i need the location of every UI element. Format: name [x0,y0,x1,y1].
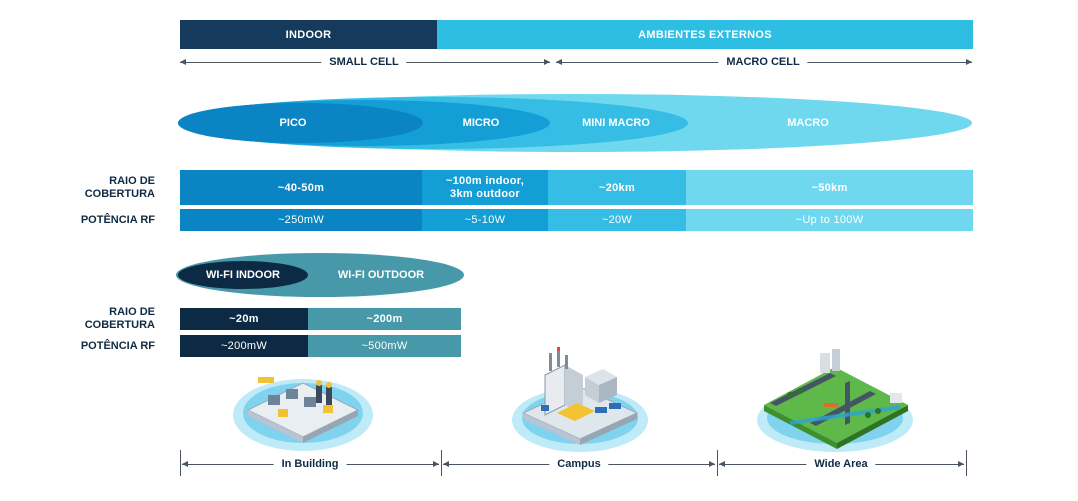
wifi-indoor-power-cell: ~200mW [180,335,308,357]
campus-illustration [512,347,648,452]
pico-power-cell: ~250mW [180,209,422,231]
wide-area-illustration [757,349,913,452]
wifi-outdoor-coverage-cell: ~200m [308,308,461,330]
mini-macro-label: MINI MACRO [582,117,650,129]
micro-power-cell: ~5-10W [422,209,548,231]
in-building-label: In Building [273,457,347,471]
outdoor-header-label: AMBIENTES EXTERNOS [638,28,772,41]
pico-coverage-cell: ~40-50m [180,170,422,205]
wide-area-dimension: Wide Area [719,457,964,471]
micro-coverage-cell: ~100m indoor, 3km outdoor [422,170,548,205]
campus-label: Campus [549,457,609,471]
wide-area-label: Wide Area [806,457,876,471]
macro-cell-label: MACRO CELL [718,55,808,69]
mini-macro-coverage-cell: ~20km [548,170,686,205]
mini-macro-power-cell: ~20W [548,209,686,231]
indoor-header-label: INDOOR [285,28,332,41]
campus-dimension: Campus [443,457,715,471]
small-cell-label: SMALL CELL [321,55,407,69]
wifi-indoor-coverage-cell: ~20m [180,308,308,330]
tick-right [966,450,967,476]
in-building-dimension: In Building [182,457,439,471]
tick-in-building-campus [441,450,442,476]
indoor-header: INDOOR [180,20,437,49]
rf-power-label: POTÊNCIA RF [80,214,155,226]
wifi-outdoor-power-cell: ~500mW [308,335,461,357]
outdoor-header: AMBIENTES EXTERNOS [437,20,973,49]
macro-power-cell: ~Up to 100W [686,209,973,231]
wifi-indoor-ellipse [178,261,308,289]
macro-label: MACRO [787,117,829,129]
pico-range-ellipse [178,103,423,143]
pico-label: PICO [279,117,307,129]
tick-campus-wide-area [717,450,718,476]
wifi-indoor-label: WI-FI INDOOR [206,269,280,281]
wifi-rf-power-label: POTÊNCIA RF [80,340,155,352]
coverage-radius-label: RAIO DE COBERTURA [84,175,155,200]
small-cell-dimension: SMALL CELL [180,55,550,69]
macro-cell-dimension: MACRO CELL [556,55,972,69]
micro-label: MICRO [462,117,500,129]
tick-left [180,450,181,476]
wifi-outdoor-label: WI-FI OUTDOOR [337,269,425,281]
wifi-coverage-radius-label: RAIO DE COBERTURA [84,306,155,331]
in-building-illustration [233,377,373,451]
macro-coverage-cell: ~50km [686,170,973,205]
